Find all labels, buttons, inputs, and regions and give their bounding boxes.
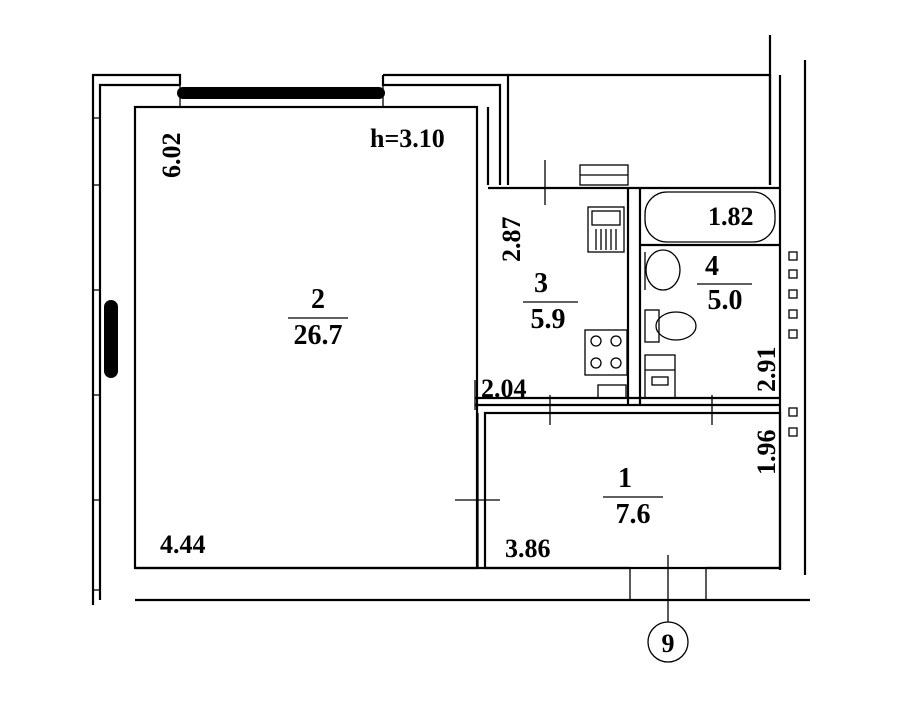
- room-3-outline: [474, 107, 780, 410]
- window-left: [104, 300, 118, 378]
- dimension-kitchen-height: 2.87: [497, 217, 526, 263]
- room-2-area: 26.7: [294, 320, 343, 351]
- axis-marker-label: 9: [662, 629, 675, 658]
- room-4-area: 5.0: [708, 285, 743, 316]
- room-4-outline: [640, 186, 780, 247]
- dimension-kitchen-width: 2.04: [481, 374, 527, 403]
- room-2-number: 2: [311, 284, 325, 315]
- dimension-room2-width: 4.44: [160, 530, 206, 559]
- room-4-number: 4: [705, 251, 719, 282]
- toilet-icon: [644, 309, 697, 343]
- exterior-walls: [91, 35, 810, 605]
- room-3-area: 5.9: [531, 304, 566, 335]
- axis-marker: 9: [647, 555, 689, 663]
- bathtub-icon: [644, 191, 776, 243]
- stove-icon: [584, 329, 628, 376]
- washbasin-icon: [644, 249, 681, 291]
- room-1-outline: [455, 395, 782, 600]
- dimension-bath-height: 2.91: [752, 347, 781, 393]
- dimension-hall-width: 3.86: [505, 534, 551, 563]
- dimension-hall-height: 1.96: [752, 430, 781, 476]
- cabinet-icon: [597, 384, 627, 399]
- room-1-area: 7.6: [616, 499, 651, 530]
- washer-icon: [644, 354, 676, 399]
- dimension-room2-height: 6.02: [157, 133, 186, 179]
- ceiling-height-label: h=3.10: [370, 124, 445, 153]
- room-3-number: 3: [534, 268, 548, 299]
- bathtub-area: 1.82: [708, 202, 754, 231]
- window-top: [177, 85, 385, 107]
- sink-icon: [587, 206, 625, 253]
- room-1-number: 1: [618, 463, 632, 494]
- vent-marks: [788, 251, 798, 437]
